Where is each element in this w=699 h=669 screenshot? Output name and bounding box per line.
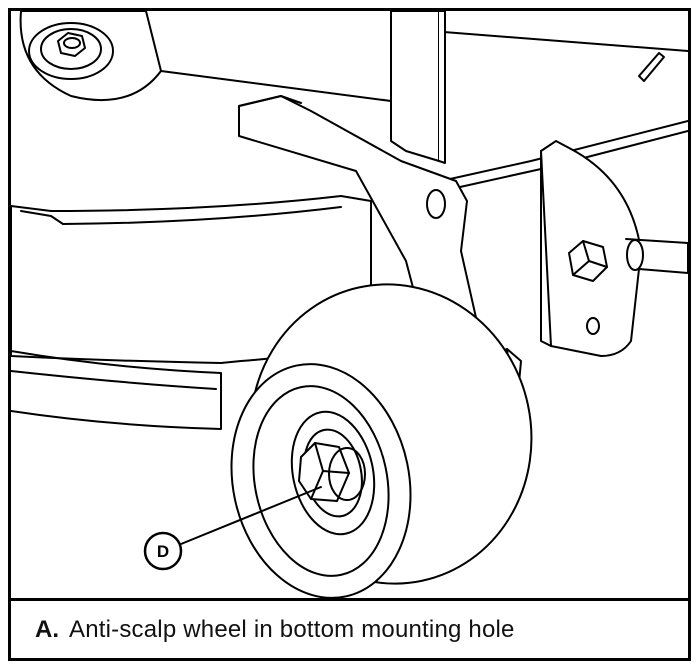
callout-d-label: D <box>157 542 169 561</box>
callout-d: D <box>143 531 183 571</box>
deck-skirt-band-low <box>11 350 222 430</box>
caption-letter: A. <box>35 615 59 643</box>
figure-frame: D A. Anti-scalp wheel in bottom mounting… <box>8 8 691 661</box>
deck-skirt-band-lower <box>11 370 217 390</box>
caption-bar: A. Anti-scalp wheel in bottom mounting h… <box>11 598 688 658</box>
bracket-upper-hole <box>426 189 446 219</box>
deck-skirt-band-top <box>20 206 342 225</box>
callout-leader-line <box>180 486 322 545</box>
vertical-post <box>390 11 440 162</box>
side-plate-hole <box>586 317 600 335</box>
deck-slot <box>638 52 665 82</box>
mower-deck-illustration: D <box>11 11 688 598</box>
deck-edge-right <box>440 120 688 182</box>
caption-text: Anti-scalp wheel in bottom mounting hole <box>69 615 515 643</box>
